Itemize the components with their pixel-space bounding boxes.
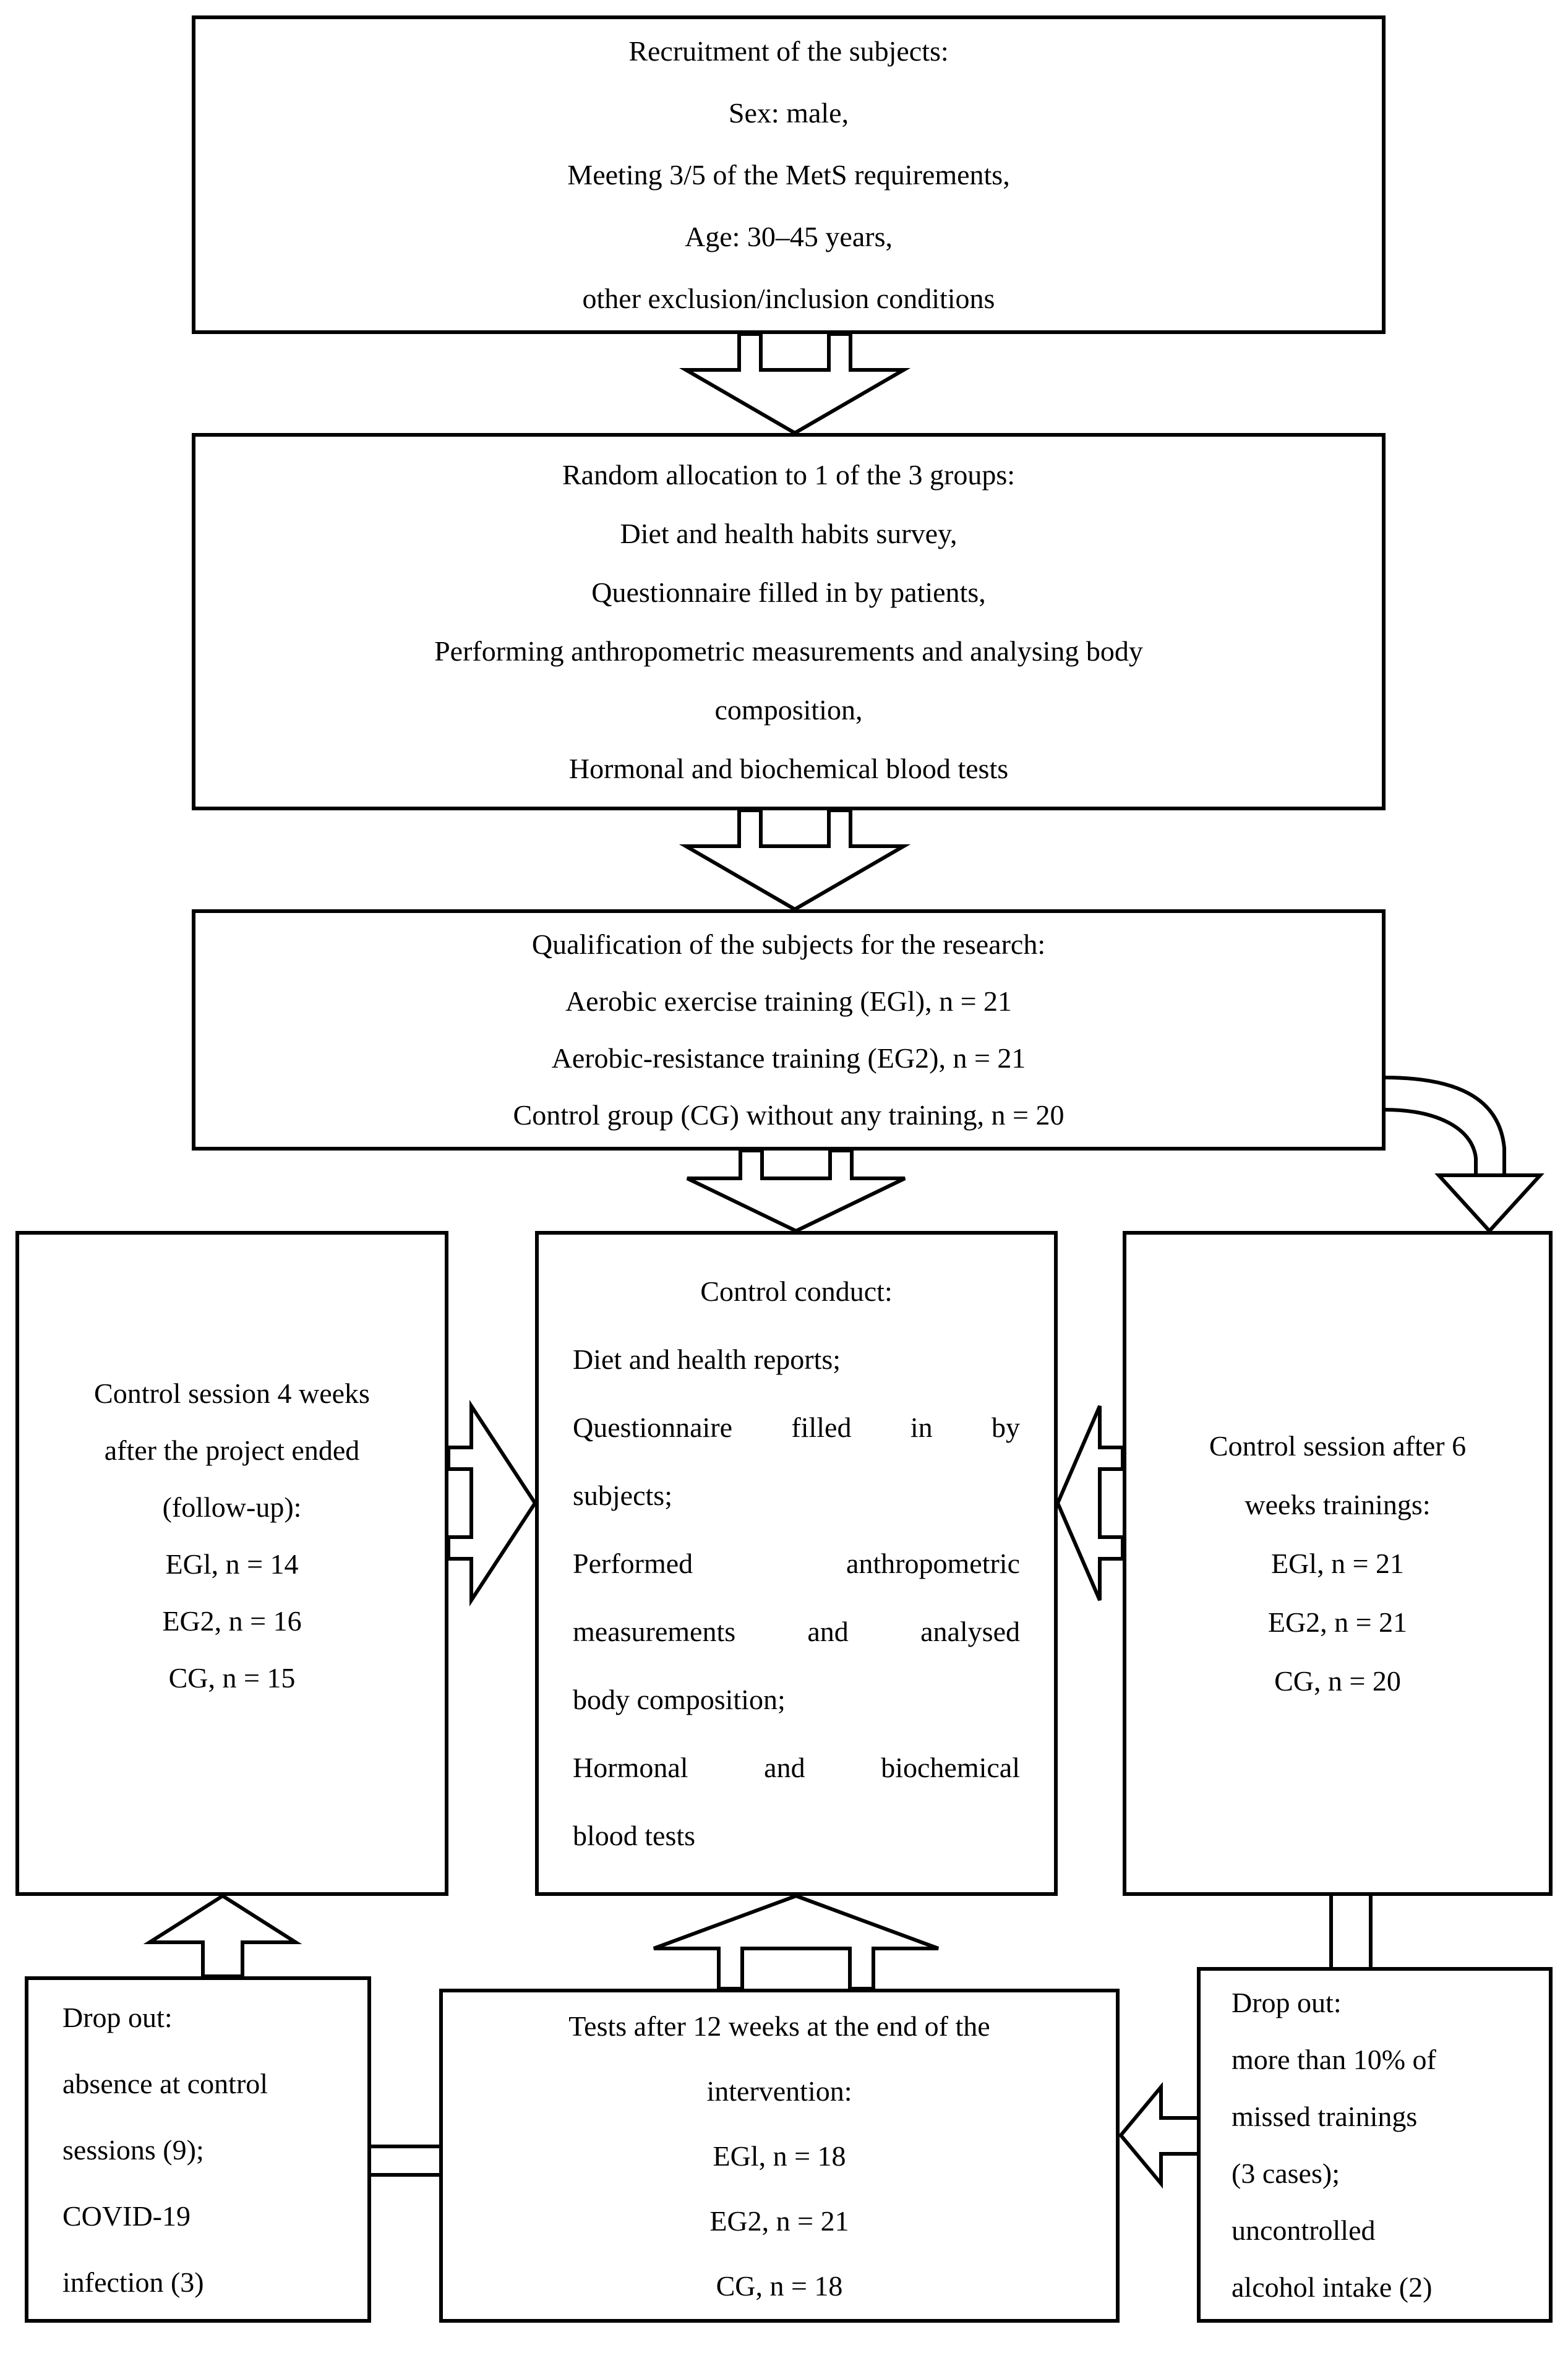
allocation-line: Hormonal and biochemical blood tests [568, 753, 1009, 784]
dropout-right-line: more than 10% of [1232, 2043, 1436, 2075]
dropout-right-line: alcohol intake (2) [1232, 2271, 1433, 2303]
session6-box: Control session after 6 weeks trainings:… [1123, 1231, 1553, 1896]
dropout-right-line: uncontrolled [1232, 2214, 1376, 2246]
dropout-left-line: absence at control [62, 2067, 268, 2099]
qualification-line: Control group (CG) without any training,… [513, 1099, 1065, 1131]
followup-line: EGl, n = 14 [165, 1548, 299, 1580]
followup-line: Control session 4 weeks [94, 1377, 370, 1409]
allocation-line: Diet and health habits survey, [620, 518, 958, 549]
up-arrow-icon [143, 1893, 302, 1978]
dropout-right-line: missed trainings [1232, 2100, 1418, 2132]
recruitment-line: Age: 30–45 years, [685, 220, 893, 252]
followup-line: CG, n = 15 [168, 1661, 296, 1694]
followup-line: after the project ended [104, 1434, 360, 1466]
session6-line: weeks trainings: [1245, 1489, 1431, 1520]
curved-arrowhead-icon [1434, 1173, 1544, 1234]
tests-line: EGl, n = 18 [713, 2140, 846, 2172]
conduct-line: Questionnaire filled in by [573, 1411, 1020, 1443]
dropout-left-line: COVID-19 [62, 2200, 191, 2232]
down-arrow-icon [686, 1149, 906, 1233]
tests-line: Tests after 12 weeks at the end of the [568, 2010, 990, 2042]
left-arrow-icon [1118, 2081, 1201, 2189]
tests-line: intervention: [706, 2075, 852, 2107]
conduct-line: Diet and health reports; [573, 1343, 841, 1375]
allocation-line: Random allocation to 1 of the 3 groups: [562, 459, 1016, 491]
dropout-left-box: Drop out: absence at control sessions (9… [25, 1976, 371, 2323]
curved-arrow-icon [1384, 1108, 1478, 1179]
conduct-box: Control conduct: Diet and health reports… [535, 1231, 1058, 1896]
up-arrow-icon [653, 1893, 940, 1991]
followup-line: EG2, n = 16 [162, 1605, 302, 1637]
left-arrow-icon [1055, 1405, 1125, 1601]
tests-line: CG, n = 18 [716, 2270, 843, 2302]
tests-line: EG2, n = 21 [709, 2205, 849, 2237]
conduct-line: Control conduct: [700, 1275, 893, 1307]
qualification-line: Qualification of the subjects for the re… [531, 928, 1046, 960]
conduct-line: Performed anthropometric [573, 1547, 1020, 1579]
right-arrow-icon [447, 1399, 538, 1607]
conduct-line: subjects; [573, 1479, 672, 1511]
recruitment-box: Recruitment of the subjects: Sex: male, … [192, 15, 1386, 334]
recruitment-line: Sex: male, [728, 96, 849, 129]
down-arrow-icon [679, 332, 911, 435]
allocation-line: Questionnaire filled in by patients, [591, 576, 986, 608]
dropout-left-line: infection (3) [62, 2266, 204, 2298]
recruitment-line: Meeting 3/5 of the MetS requirements, [567, 158, 1010, 191]
followup-line: (follow-up): [162, 1491, 302, 1523]
recruitment-line: other exclusion/inclusion conditions [582, 282, 995, 314]
conduct-line: body composition; [573, 1683, 786, 1715]
down-arrow-icon [679, 808, 911, 912]
dropout-right-line: Drop out: [1232, 1986, 1342, 2018]
dropout-right-box: Drop out: more than 10% of missed traini… [1197, 1967, 1553, 2323]
session6-line: Control session after 6 [1209, 1430, 1467, 1462]
dropout-left-line: sessions (9); [62, 2133, 204, 2166]
curved-arrow-icon [1384, 1076, 1506, 1179]
qualification-line: Aerobic exercise training (EGl), n = 21 [565, 985, 1013, 1017]
allocation-line: composition, [714, 694, 863, 726]
conduct-line: measurements and analysed [573, 1615, 1020, 1647]
allocation-line: Performing anthropometric measurements a… [434, 635, 1143, 667]
conduct-line: Hormonal and biochemical [573, 1751, 1020, 1783]
qualification-line: Aerobic-resistance training (EG2), n = 2… [551, 1042, 1026, 1074]
tests-box: Tests after 12 weeks at the end of the i… [439, 1989, 1120, 2323]
session6-line: EGl, n = 21 [1270, 1548, 1405, 1579]
conduct-line: blood tests [573, 1819, 696, 1851]
allocation-box: Random allocation to 1 of the 3 groups: … [192, 433, 1386, 810]
recruitment-line: Recruitment of the subjects: [628, 35, 949, 67]
session6-line: CG, n = 20 [1274, 1665, 1401, 1697]
session6-line: EG2, n = 21 [1267, 1606, 1408, 1638]
followup-box: Control session 4 weeks after the projec… [15, 1231, 448, 1896]
dropout-right-line: (3 cases); [1232, 2157, 1340, 2189]
dropout-left-line: Drop out: [62, 2001, 173, 2033]
qualification-box: Qualification of the subjects for the re… [192, 909, 1386, 1151]
